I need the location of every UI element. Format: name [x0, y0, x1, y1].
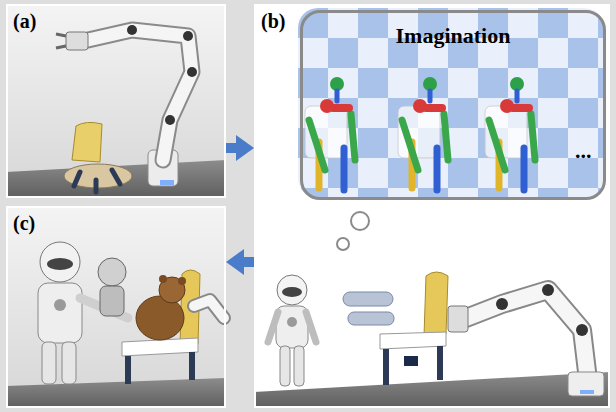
photo-b-part: [348, 312, 394, 325]
photo-b-part: [282, 287, 302, 297]
photo-b-part: [298, 8, 604, 198]
photo-b-part: [306, 312, 316, 342]
photo-c-part: [6, 378, 226, 408]
panel: (a): [6, 4, 226, 198]
photo-b-part: [287, 317, 297, 327]
photo-c: [6, 206, 226, 408]
photo-a-part: [6, 160, 226, 198]
photo-b-part: [542, 284, 554, 296]
panel-label: (b): [258, 8, 288, 34]
photo-a-part: [165, 115, 175, 125]
imagined-models-part: [305, 77, 355, 190]
panel: (b) Imagination...: [254, 4, 610, 408]
photo-b-part: [437, 346, 443, 380]
photo-a-part: [88, 30, 192, 160]
ellipsis-mark: ...: [575, 140, 592, 162]
photo-a-part: [6, 4, 226, 198]
photo-b-part: [254, 4, 610, 408]
photo-a-part: [66, 32, 88, 50]
photo-a-part: [94, 180, 99, 192]
photo-c-part: [6, 206, 226, 408]
photo-a-part: [183, 31, 193, 41]
photo-a-part: [187, 67, 197, 77]
photo-b-part: [448, 306, 468, 332]
photo-c-part: [125, 356, 131, 384]
photo-b-part: [277, 275, 307, 305]
photo-c-part: [62, 342, 76, 384]
photo-b-part: [576, 324, 588, 336]
photo-b-part: [294, 346, 304, 386]
photo-b-part: [580, 390, 594, 394]
imagined-models-part: [398, 77, 448, 190]
photo-b-part: [404, 356, 418, 366]
photo-b-part: [424, 272, 448, 336]
photo-c-part: [122, 338, 198, 356]
photo-c-part: [47, 258, 73, 270]
photo-b: [254, 4, 610, 408]
photo-b-part: [351, 212, 369, 230]
photo-c-part: [42, 342, 56, 384]
panel-label: (a): [10, 8, 39, 34]
imagined-models-part: [485, 77, 535, 190]
photo-a-part: [56, 34, 66, 36]
photo-c-part: [38, 283, 82, 343]
photo-b-part: [466, 290, 588, 380]
photo-b-part: [380, 332, 446, 349]
bubble-title: Imagination: [303, 13, 603, 48]
photo-c-part: [194, 300, 224, 318]
panel: (c): [6, 206, 226, 408]
imagined-models: [305, 77, 535, 190]
photo-b-part: [466, 290, 588, 380]
photo-c-part: [159, 275, 167, 283]
photo-b-part: [383, 349, 389, 385]
photo-a-part: [74, 172, 80, 186]
photo-a: [6, 4, 226, 198]
photo-b-part: [568, 372, 604, 396]
photo-c-part: [98, 258, 126, 286]
photo-c-part: [54, 299, 66, 311]
flow-arrow: [244, 257, 254, 267]
photo-b-part: [337, 238, 349, 250]
photo-a-part: [160, 180, 174, 185]
photo-c-part: [100, 286, 124, 316]
photo-c-part: [40, 242, 80, 282]
panel-label: (c): [10, 210, 38, 236]
flow-arrow: [226, 143, 236, 153]
photo-b-part: [268, 312, 278, 342]
photo-a-part: [112, 170, 120, 184]
photo-a-part: [88, 30, 192, 160]
photo-a-part: [127, 25, 137, 35]
photo-a-part: [56, 46, 66, 48]
photo-a-part: [72, 122, 102, 162]
thought-bubble: Imagination...: [300, 10, 606, 200]
photo-c-part: [194, 300, 224, 318]
photo-c-part: [189, 352, 195, 380]
photo-b-part: [254, 372, 610, 408]
photo-b-part: [496, 298, 508, 310]
photo-c-part: [178, 277, 186, 285]
photo-b-part: [280, 346, 290, 386]
photo-b-part: [343, 292, 393, 306]
